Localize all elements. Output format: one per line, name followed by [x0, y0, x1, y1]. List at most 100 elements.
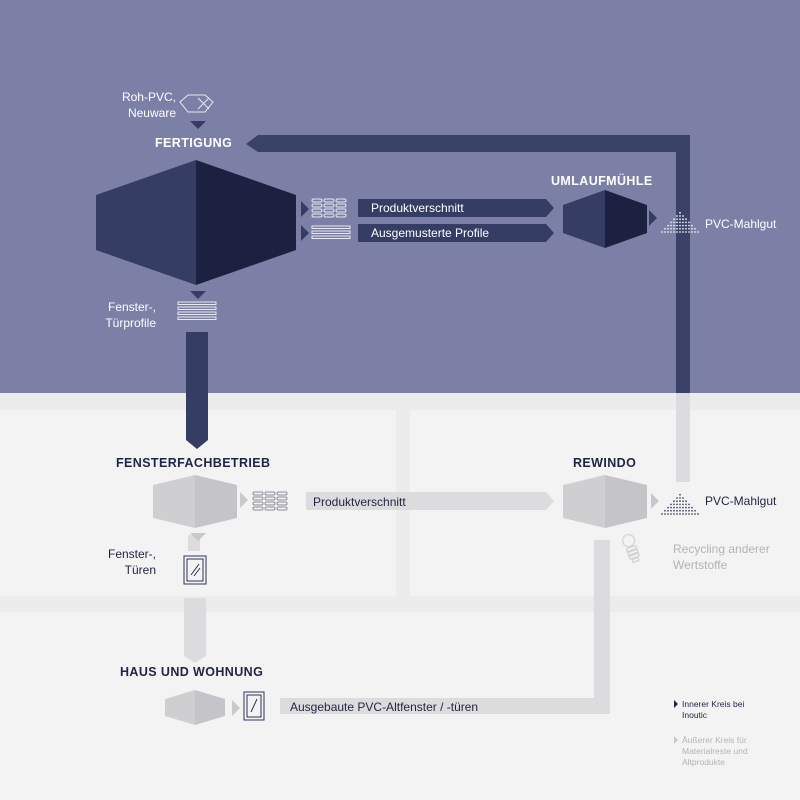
mahlgut-dot: [697, 513, 699, 515]
mahlgut-dot: [694, 227, 696, 230]
mahlgut-dot: [664, 509, 666, 512]
mahlgut-dot: [685, 513, 687, 515]
fensterfachbetrieb-heading: FENSTERFACHBETRIEB: [116, 456, 271, 470]
mahlgut-dot: [670, 503, 672, 506]
profile-stack-icon: [311, 198, 347, 218]
mahlgut-dot: [676, 509, 678, 512]
produktverschnitt-mid-label: Produktverschnitt: [313, 495, 406, 509]
mahlgut-dot: [670, 227, 672, 230]
mahlgut-dot: [661, 231, 663, 233]
mahlgut-dot: [679, 231, 681, 233]
mahlgut-dot: [673, 500, 675, 503]
mahlgut-dot: [685, 221, 687, 224]
small-arrow-stack-top2: [301, 225, 309, 241]
arrow-ausgemusterte: [358, 224, 554, 242]
fenster-tuerprofile-label: Fenster-, Türprofile: [105, 300, 156, 330]
mahlgut-dot: [691, 509, 693, 512]
fertigung-heading: FERTIGUNG: [155, 136, 233, 150]
mahlgut-dot: [676, 227, 678, 230]
mahlgut-dot: [691, 231, 693, 233]
raw-material-label: Roh-PVC, Neuware: [121, 90, 176, 120]
mahlgut-dot: [685, 509, 687, 512]
mahlgut-dot: [679, 509, 681, 512]
mahlgut-dot: [664, 227, 666, 230]
mahlgut-dot: [667, 224, 669, 227]
mahlgut-dot: [688, 224, 690, 227]
mahlgut-dot: [688, 503, 690, 506]
mahlgut-dot: [682, 227, 684, 230]
outer-return-line: [676, 393, 690, 482]
mahlgut-dot: [682, 513, 684, 515]
mahlgut-dot: [664, 513, 666, 515]
mahlgut-dot: [679, 506, 681, 509]
mahlgut-dot: [673, 506, 675, 509]
recycling-anderer-label: Recycling anderer Wertstoffe: [673, 542, 770, 572]
mahlgut-dot: [673, 231, 675, 233]
mahlgut-dot: [676, 215, 678, 217]
umlaufmuehle-machine: [563, 190, 647, 248]
mahlgut-dot: [691, 513, 693, 515]
mahlgut-dot: [673, 218, 675, 221]
mahlgut-dot: [676, 513, 678, 515]
mahlgut-dot: [688, 231, 690, 233]
small-arrow-haus: [232, 700, 240, 716]
mahlgut-dot: [679, 500, 681, 503]
mahlgut-dot: [676, 231, 678, 233]
arrow-to-haus: [184, 598, 206, 663]
mahlgut-dot: [685, 227, 687, 230]
small-arrow-muehle-out: [649, 210, 657, 226]
tuerprofile-icon: [177, 301, 217, 320]
mahlgut-dot: [682, 497, 684, 499]
mahlgut-dot: [688, 513, 690, 515]
mahlgut-dot: [667, 513, 669, 515]
mahlgut-dot: [688, 506, 690, 509]
small-arrow-profile: [190, 291, 206, 299]
mahlgut-dot: [691, 506, 693, 509]
mahlgut-dot: [685, 503, 687, 506]
mahlgut-dot: [667, 509, 669, 512]
mahlgut-dot: [661, 513, 663, 515]
mahlgut-dot: [685, 218, 687, 221]
rewindo-machine: [563, 475, 647, 528]
pvc-mahlgut-top-label: PVC-Mahlgut: [705, 217, 777, 231]
arrow-produktverschnitt-top: [358, 199, 554, 217]
mahlgut-dot: [679, 218, 681, 221]
arrow-produktverschnitt-mid: [306, 492, 554, 510]
mahlgut-dot: [682, 231, 684, 233]
mahlgut-dot: [691, 227, 693, 230]
fensterfachbetrieb-machine: [153, 475, 237, 528]
mahlgut-dot: [679, 211, 681, 214]
mahlgut-dot: [682, 506, 684, 509]
mahlgut-dot: [694, 509, 696, 512]
mahlgut-dot: [673, 227, 675, 230]
mahlgut-dot: [667, 227, 669, 230]
mahlgut-dot: [670, 513, 672, 515]
legend-inner-label: Innerer Kreis bei Inoutic: [682, 699, 745, 720]
haus-und-wohnung-heading: HAUS UND WOHNUNG: [120, 665, 264, 679]
small-arrow-windows: [190, 533, 206, 541]
profile-bar-icon: [311, 225, 351, 239]
mahlgut-dot: [676, 506, 678, 509]
legend-outer-arrow: [674, 736, 678, 744]
mahlgut-dot: [682, 221, 684, 224]
ausgemusterte-profile-label: Ausgemusterte Profile: [371, 226, 490, 240]
window-icon: [183, 555, 207, 585]
ausgebaute-label: Ausgebaute PVC-Altfenster / -türen: [290, 700, 479, 714]
mahlgut-dot: [679, 227, 681, 230]
mahlgut-dot: [676, 500, 678, 503]
fenster-tueren-label: Fenster-, Türen: [107, 547, 156, 577]
window-icon-haus: [243, 691, 265, 721]
mahlgut-dot: [679, 221, 681, 224]
mahlgut-dot: [685, 506, 687, 509]
mahlgut-dot: [676, 503, 678, 506]
mahlgut-dot: [676, 221, 678, 224]
mahlgut-dot: [682, 224, 684, 227]
mahlgut-dot: [679, 224, 681, 227]
mahlgut-dot: [676, 224, 678, 227]
mahlgut-dot: [673, 513, 675, 515]
mahlgut-dot: [694, 231, 696, 233]
mahlgut-dot: [670, 231, 672, 233]
legend-inner-arrow: [674, 700, 678, 708]
mahlgut-dot: [685, 224, 687, 227]
